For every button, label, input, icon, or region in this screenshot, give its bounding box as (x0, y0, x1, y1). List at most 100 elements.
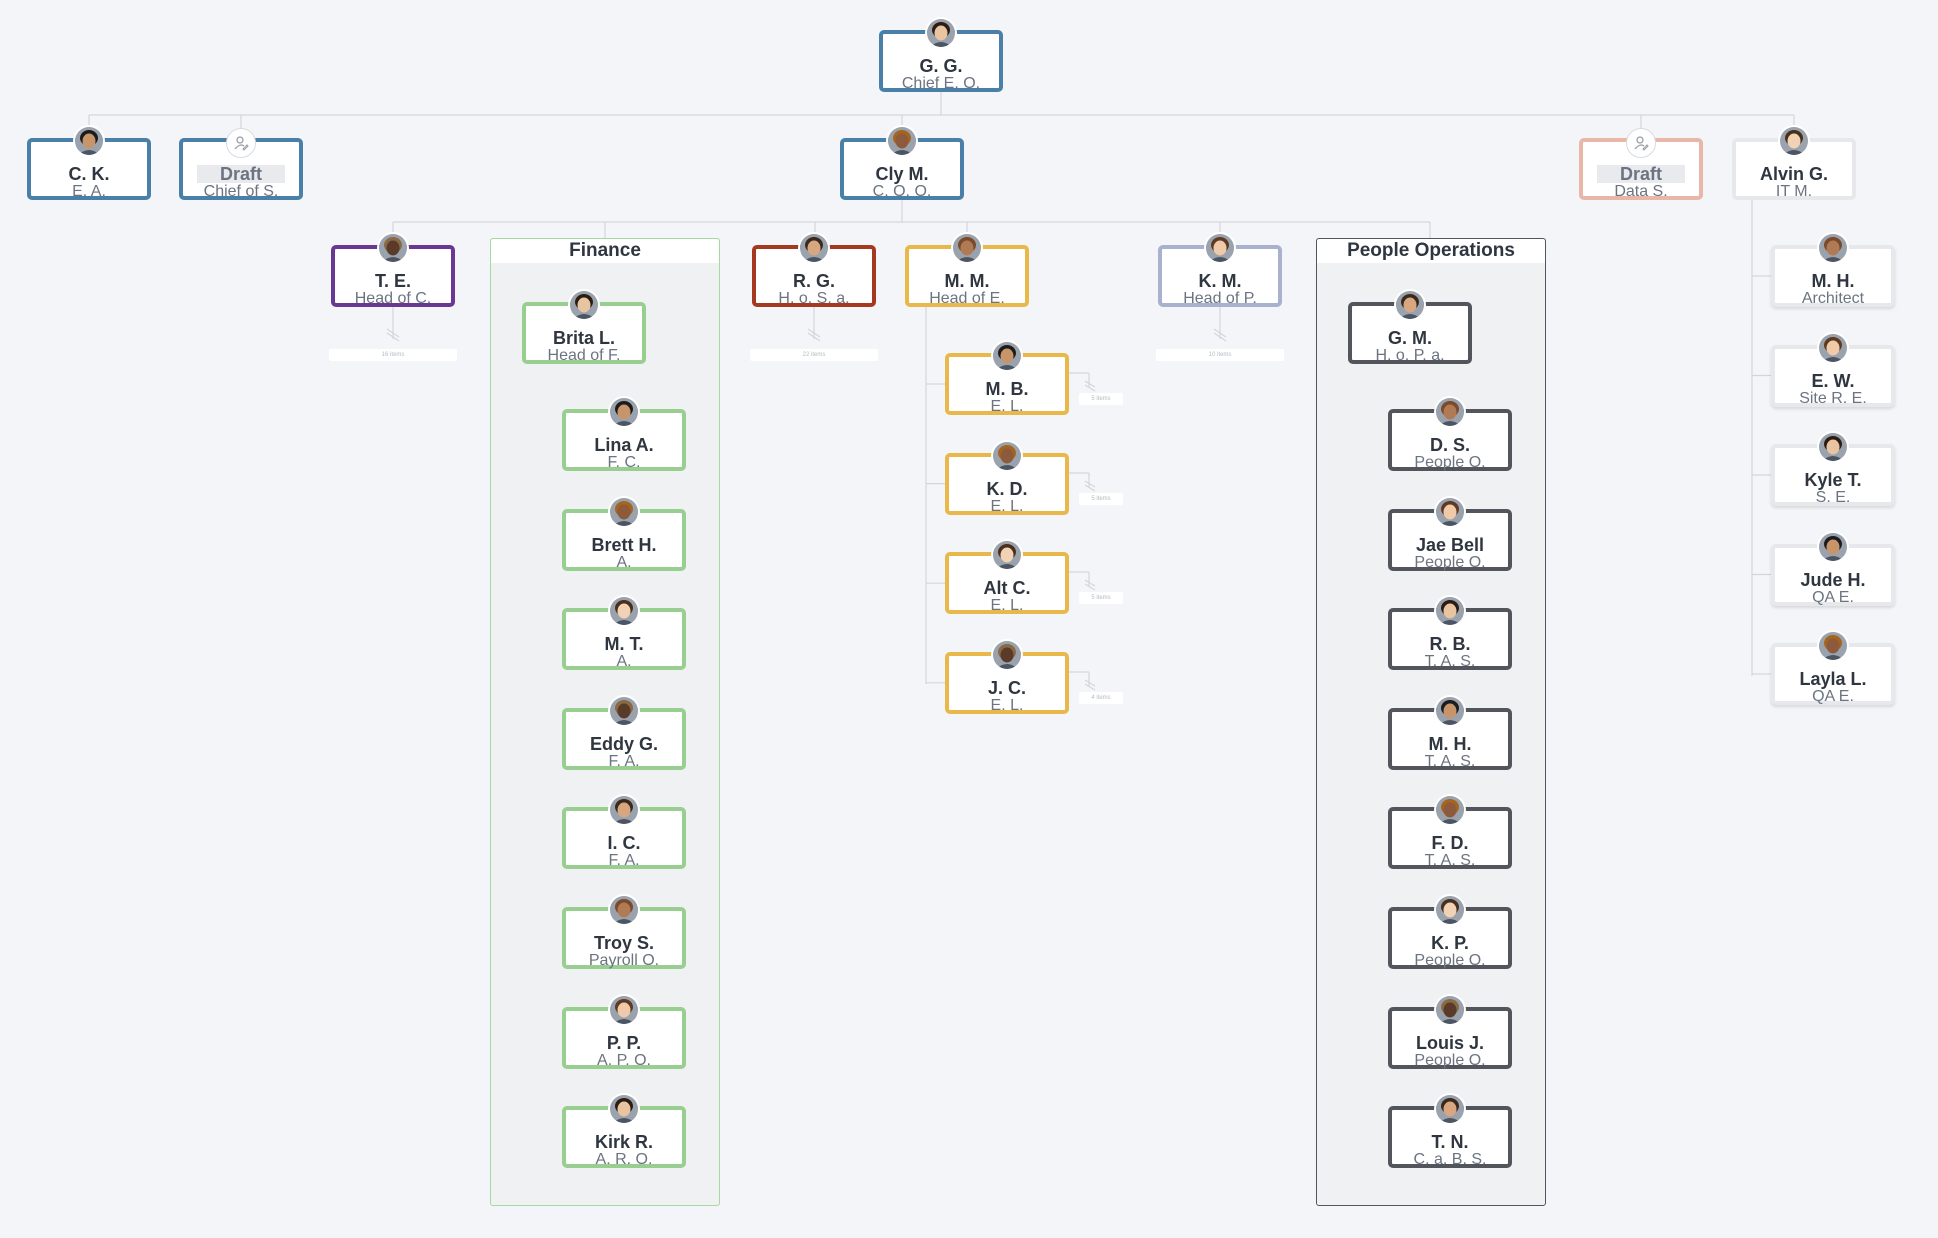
draft-user-icon (1626, 128, 1656, 158)
person-name: M. T. (604, 634, 644, 654)
person-card[interactable]: M. H.T. A. S. (1388, 695, 1512, 770)
avatar (1817, 630, 1849, 662)
ceo-card[interactable]: G. G.Chief E. O. (879, 17, 1003, 92)
collapsed-items-count[interactable]: 22 items (750, 349, 878, 361)
person-card[interactable]: Cly M.C. O. O. (840, 125, 964, 200)
person-name: Brett H. (591, 535, 657, 555)
avatar (925, 17, 957, 49)
avatar (1434, 894, 1466, 926)
person-card[interactable]: K. D.E. L. (945, 440, 1069, 515)
person-card[interactable]: E. W.Site R. E. (1771, 332, 1895, 407)
person-card[interactable]: M. H.Architect (1771, 232, 1895, 307)
collapsed-items-count[interactable]: 5 items (1079, 393, 1123, 405)
person-name: R. G. (792, 271, 835, 291)
person-title: S. E. (1815, 489, 1851, 506)
person-card[interactable]: P. P.A. P. O. (562, 994, 686, 1069)
avatar (1204, 232, 1236, 264)
person-name: Kyle T. (1804, 470, 1862, 490)
person-card[interactable]: Layla L.QA E. (1771, 630, 1895, 705)
person-name: F. D. (1431, 833, 1469, 853)
person-name: Jude H. (1800, 570, 1866, 590)
collapsed-items-count[interactable]: 4 items (1079, 692, 1123, 704)
avatar (991, 440, 1023, 472)
person-title: F. C. (607, 454, 641, 471)
person-card[interactable]: R. G.H. o. S. a. (752, 232, 876, 307)
person-name: M. M. (944, 271, 990, 291)
person-card[interactable]: M. T.A. (562, 595, 686, 670)
person-name: J. C. (987, 678, 1026, 698)
person-name: K. M. (1198, 271, 1242, 291)
person-card[interactable]: Kirk R.A. R. O. (562, 1093, 686, 1168)
avatar (608, 695, 640, 727)
person-card[interactable]: Louis J.People O. (1388, 994, 1512, 1069)
person-card[interactable]: T. N.C. a. B. S. (1388, 1093, 1512, 1168)
person-card[interactable]: M. B.E. L. (945, 340, 1069, 415)
person-title: QA E. (1812, 688, 1854, 705)
person-card[interactable]: Lina A.F. C. (562, 396, 686, 471)
avatar (568, 289, 600, 321)
person-name: K. P. (1431, 933, 1469, 953)
person-title: T. A. S. (1424, 653, 1476, 670)
person-title: Head of E. (929, 290, 1005, 307)
group-title: People Operations (1317, 239, 1545, 263)
person-card[interactable]: I. C.F. A. (562, 794, 686, 869)
person-card[interactable]: Alt C.E. L. (945, 539, 1069, 614)
person-title: Payroll O. (588, 952, 660, 969)
person-title: A. P. O. (597, 1052, 651, 1069)
person-card[interactable]: Kyle T.S. E. (1771, 431, 1895, 506)
person-card[interactable]: J. C.E. L. (945, 639, 1069, 714)
person-card[interactable]: C. K.E. A. (27, 125, 151, 200)
person-card[interactable]: D. S.People O. (1388, 396, 1512, 471)
person-title: A. (616, 554, 632, 571)
person-title: Data S. (1614, 183, 1668, 200)
person-title: E. L. (990, 597, 1024, 614)
avatar (1434, 396, 1466, 428)
avatar (608, 396, 640, 428)
person-name: Alt C. (983, 578, 1031, 598)
person-card[interactable]: Alvin G.IT M. (1732, 125, 1856, 200)
collapsed-items-count[interactable]: 10 items (1156, 349, 1284, 361)
person-card[interactable]: Brita L.Head of F. (522, 289, 646, 364)
person-name: E. W. (1811, 371, 1855, 391)
person-name: Jae Bell (1415, 535, 1485, 555)
person-name: T. N. (1431, 1132, 1469, 1152)
person-title: E. L. (990, 697, 1024, 714)
avatar (886, 125, 918, 157)
avatar (798, 232, 830, 264)
avatar (1434, 1093, 1466, 1125)
person-title: People O. (1414, 1052, 1486, 1069)
person-card[interactable]: Brett H.A. (562, 496, 686, 571)
person-title: E. A. (72, 183, 106, 200)
person-title: C. O. O. (872, 183, 932, 200)
person-card[interactable]: Eddy G.F. A. (562, 695, 686, 770)
person-card[interactable]: K. M.Head of P. (1158, 232, 1282, 307)
avatar (1434, 496, 1466, 528)
avatar (1817, 531, 1849, 563)
collapsed-items-count[interactable]: 16 items (329, 349, 457, 361)
person-card[interactable]: M. M.Head of E. (905, 232, 1029, 307)
person-card[interactable]: R. B.T. A. S. (1388, 595, 1512, 670)
person-title: Architect (1801, 290, 1865, 307)
person-name: M. B. (985, 379, 1029, 399)
person-name: M. H. (1428, 734, 1472, 754)
person-card[interactable]: G. M.H. o. P. a. (1348, 289, 1472, 364)
person-card[interactable]: T. E.Head of C. (331, 232, 455, 307)
person-card[interactable]: Troy S.Payroll O. (562, 894, 686, 969)
person-name: T. E. (374, 271, 411, 291)
person-title: Head of P. (1183, 290, 1257, 307)
person-card[interactable]: K. P.People O. (1388, 894, 1512, 969)
person-name: Brita L. (552, 328, 615, 348)
person-title: People O. (1414, 554, 1486, 571)
person-name: I. C. (607, 833, 641, 853)
person-card[interactable]: Jude H.QA E. (1771, 531, 1895, 606)
person-card[interactable]: F. D.T. A. S. (1388, 794, 1512, 869)
person-title: People O. (1414, 952, 1486, 969)
person-name: K. D. (986, 479, 1028, 499)
collapsed-items-count[interactable]: 5 items (1079, 592, 1123, 604)
person-title: People O. (1414, 454, 1486, 471)
person-name: C. K. (68, 164, 110, 184)
collapsed-items-count[interactable]: 5 items (1079, 493, 1123, 505)
